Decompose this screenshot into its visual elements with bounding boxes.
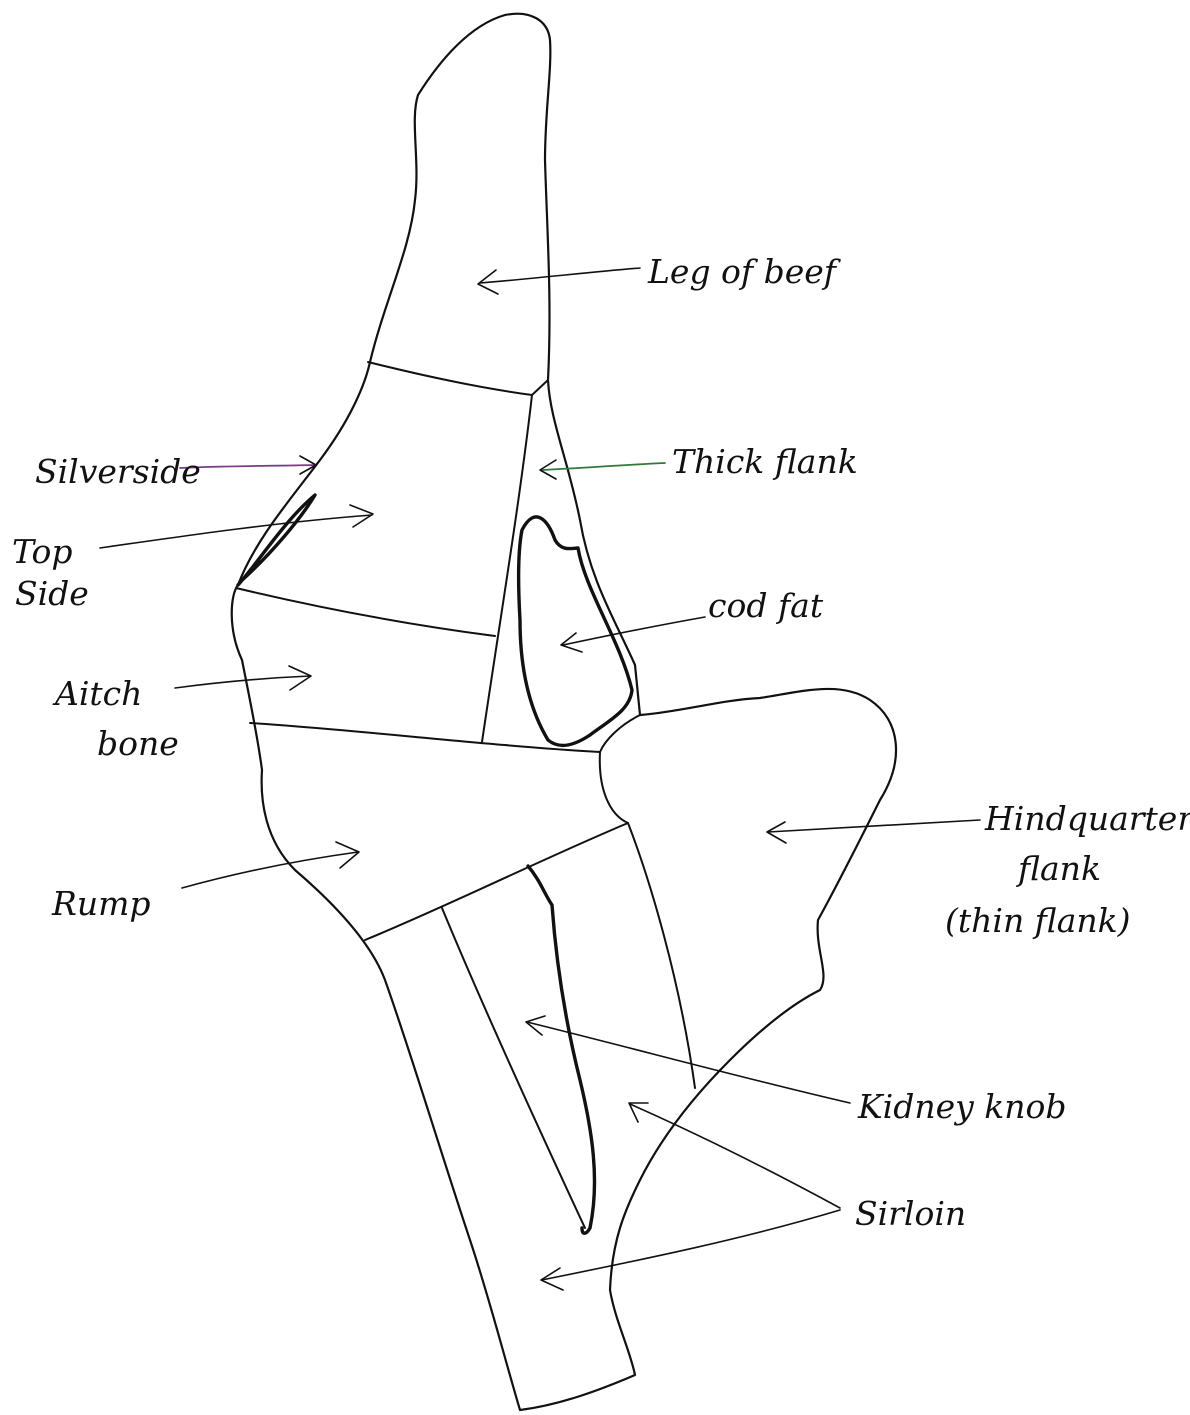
leader-line (182, 852, 358, 888)
leader-top-side (100, 505, 373, 548)
leader-cod-fat (561, 617, 705, 652)
topside-aitch-line (236, 588, 495, 636)
label-cod-fat: cod fat (708, 586, 824, 625)
label-silverside: Silverside (35, 452, 201, 491)
leader-line (542, 463, 665, 470)
sirloin-inner-line (442, 908, 585, 1228)
label-kidney-knob: Kidney knob (857, 1087, 1067, 1126)
label-top-side-line2: Side (15, 574, 89, 613)
leader-leg-of-beef (478, 268, 640, 294)
leader-line (100, 515, 372, 548)
arrowhead (629, 1103, 648, 1122)
label-top-side-line1: Top (12, 532, 72, 571)
thick-flank-divider (482, 395, 532, 742)
label-hindquarter-line3: (thin flank) (945, 901, 1131, 940)
silverside-divider (238, 495, 315, 585)
label-aitch-line2: bone (97, 724, 179, 763)
leader-line (563, 617, 705, 645)
cod-fat-outline (519, 517, 632, 746)
leader-thick-flank (540, 460, 665, 479)
flank-notch (600, 715, 640, 752)
leader-line (630, 1104, 840, 1208)
arrowhead (289, 666, 311, 690)
label-hindquarter-line2: flank (1015, 849, 1101, 888)
label-hindquarter-line1: Hindquarter (984, 799, 1190, 838)
label-rump: Rump (51, 884, 151, 923)
leader-line (768, 820, 980, 832)
leader-sirloin-lower (541, 1210, 840, 1290)
leg-cut-line (368, 362, 548, 395)
flank-inner-edge (600, 752, 695, 1088)
leader-line (542, 1210, 840, 1280)
leader-sirloin-upper (629, 1103, 840, 1208)
leader-line (175, 676, 310, 688)
label-leg-of-beef: Leg of beef (647, 252, 842, 291)
label-aitch-line1: Aitch (52, 674, 142, 713)
label-sirloin: Sirloin (855, 1194, 966, 1233)
label-thick-flank: Thick flank (672, 442, 858, 481)
leader-line (480, 268, 640, 283)
leader-rump (182, 842, 359, 888)
rump-sirloin-line (365, 823, 628, 940)
leader-hindquarter-flank (767, 820, 980, 843)
hindquarter-outline (232, 14, 896, 1410)
